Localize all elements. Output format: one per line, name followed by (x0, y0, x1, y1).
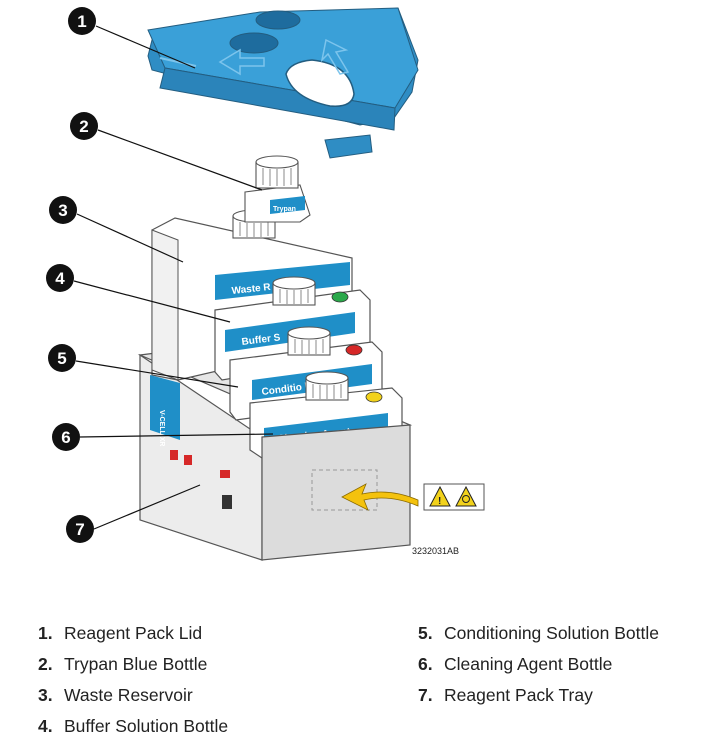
svg-text:1: 1 (77, 12, 86, 31)
lid-arrow-left-icon (218, 48, 265, 76)
svg-text:3: 3 (58, 201, 67, 220)
svg-text:7: 7 (75, 520, 84, 539)
legend-item-1: 1.Reagent Pack Lid (38, 623, 203, 643)
legend-item-7: 7.Reagent Pack Tray (418, 685, 593, 705)
trypan-blue-bottle: Trypan (244, 155, 311, 223)
tray-side-text: V-CELL XR (158, 410, 165, 446)
buffer-label: Buffer S (241, 332, 281, 348)
legend-item-2: 2.Trypan Blue Bottle (38, 654, 208, 674)
reagent-pack-lid (147, 7, 419, 159)
buffer-green-dot (331, 291, 349, 303)
svg-text:6: 6 (61, 428, 70, 447)
biohazard-icon (455, 485, 477, 507)
buffer-cap (272, 276, 316, 306)
legend-right-column: 5.Conditioning Solution Bottle 6.Cleanin… (418, 618, 659, 711)
warning-triangle-icon (429, 485, 451, 507)
insert-arrow (341, 483, 419, 511)
callout-3: 3 (49, 196, 77, 224)
reagent-pack-diagram: Waste R Trypan Buffer S (46, 7, 485, 561)
cleaning-yellow-dot (365, 391, 383, 403)
lid-hole-small (255, 10, 301, 30)
legend-item-4: 4.Buffer Solution Bottle (38, 716, 229, 736)
callout-5: 5 (48, 344, 76, 372)
warning-label: ! (423, 483, 485, 511)
legend-item-3: 3.Waste Reservoir (38, 685, 193, 705)
leader-lines (73, 25, 274, 530)
svg-text:!: ! (438, 496, 441, 507)
legend-item-5: 5.Conditioning Solution Bottle (418, 623, 660, 643)
callout-6: 6 (52, 423, 80, 451)
legend-left-column: 1.Reagent Pack Lid 2.Trypan Blue Bottle … (38, 618, 228, 742)
conditioning-red-dot (345, 344, 363, 356)
legend-item-6: 6.Cleaning Agent Bottle (418, 654, 613, 674)
legend: 1.Reagent Pack Lid 2.Trypan Blue Bottle … (0, 618, 705, 750)
lid-arrow-right-icon (320, 38, 350, 75)
svg-text:5: 5 (57, 349, 66, 368)
svg-text:4: 4 (55, 269, 65, 288)
conditioning-cap (287, 326, 331, 356)
trypan-label: Trypan (273, 206, 296, 213)
lid-hole-medium (229, 32, 279, 54)
callout-2: 2 (70, 112, 98, 140)
figure-code: 3232031AB (412, 546, 459, 556)
lid-slot (285, 59, 355, 107)
callout-7: 7 (66, 515, 94, 543)
tray-window (311, 469, 378, 511)
cleaning-cap (305, 371, 349, 401)
callout-4: 4 (46, 264, 74, 292)
tray-side-label (150, 375, 180, 440)
trypan-cap (255, 155, 299, 189)
callout-1: 1 (68, 7, 96, 35)
svg-text:2: 2 (79, 117, 88, 136)
waste-label: Waste R (231, 282, 272, 297)
tray-front: V-CELL XR (150, 375, 411, 561)
